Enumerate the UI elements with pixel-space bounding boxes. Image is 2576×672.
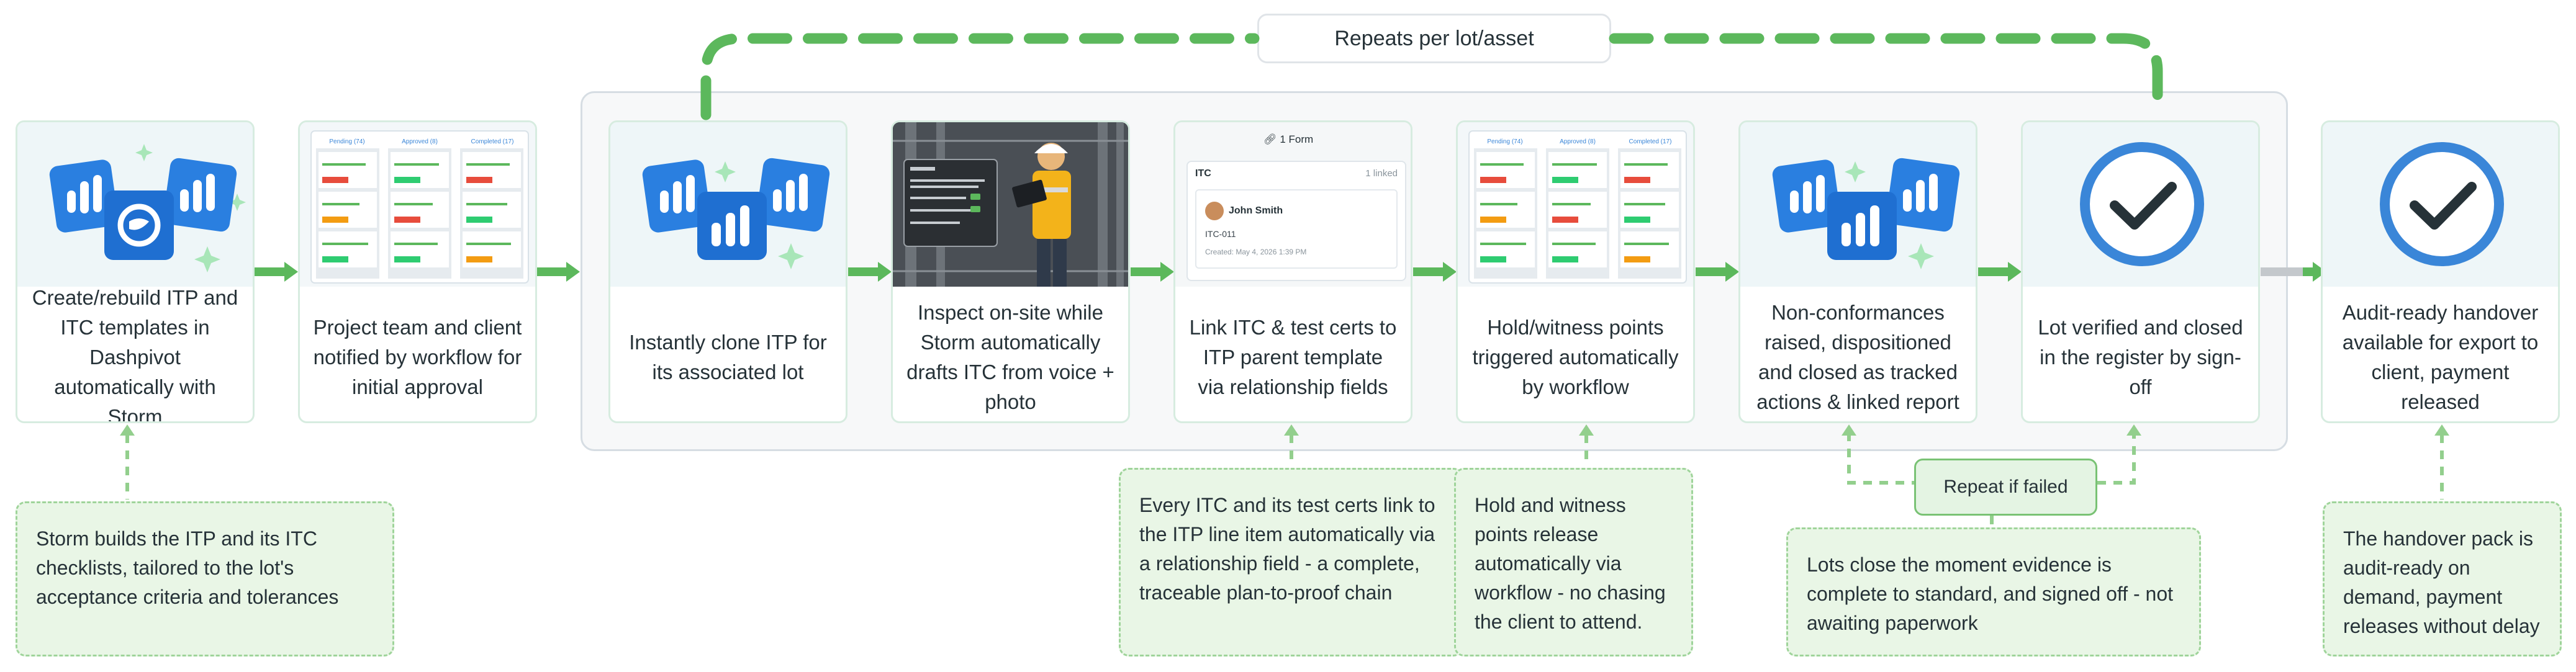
form-badge: 🔗︎ 1 Form — [1263, 133, 1313, 146]
linked-item-card[interactable]: John Smith ITC-011 Created: May 4, 2026 … — [1195, 189, 1398, 269]
note-box: Storm builds the ITP and its ITC checkli… — [16, 501, 394, 656]
note-box: Every ITC and its test certs link to the… — [1119, 468, 1463, 656]
step-card: Create/rebuild ITP and ITC templates in … — [16, 120, 255, 423]
retry-connector — [1847, 432, 2136, 485]
linked-form-header: ITC — [1195, 168, 1211, 179]
step-label: Project team and client notified by work… — [313, 315, 522, 398]
step-visual — [17, 122, 253, 287]
kanban-board-icon: Pending (74) Approved (8) Completed (17) — [310, 130, 529, 284]
step-visual — [1740, 122, 1976, 287]
form-id: ITC-011 — [1205, 229, 1236, 239]
step-card: Audit-ready handover available for expor… — [2321, 120, 2560, 423]
step-visual — [2023, 122, 2258, 287]
step-visual — [893, 122, 1128, 287]
kanban-col-pending: Pending (74) — [329, 138, 364, 145]
step-visual — [2323, 122, 2558, 287]
worker-photo-icon — [893, 122, 1128, 287]
flow-arrow — [1413, 262, 1457, 282]
step-label: Non-conformances raised, dispositioned a… — [1756, 300, 1959, 413]
note-box: Lots close the moment evidence is comple… — [1786, 527, 2201, 656]
repeats-per-lot-label: Repeats per lot/asset — [1257, 14, 1611, 63]
step-card: Non-conformances raised, dispositioned a… — [1738, 120, 1977, 423]
kanban-col-approved: Approved (8) — [402, 138, 438, 145]
step-visual — [610, 122, 846, 287]
flow-arrow — [1696, 262, 1739, 282]
step-card: 🔗︎ 1 Form ITC 1 linked John Smith ITC-01… — [1173, 120, 1412, 423]
check-circle-icon — [2080, 142, 2204, 266]
avatar — [1205, 202, 1224, 220]
step-label: Hold/witness points triggered automatica… — [1472, 315, 1679, 398]
step-card: Inspect on-site while Storm automaticall… — [891, 120, 1130, 423]
step-card: Lot verified and closed in the register … — [2021, 120, 2260, 423]
step-card: Pending (74) Approved (8) Completed (17)… — [298, 120, 537, 423]
flow-arrow — [1131, 262, 1174, 282]
flow-arrow — [255, 262, 298, 282]
linked-form-panel: ITC 1 linked John Smith ITC-011 Created:… — [1186, 161, 1406, 281]
kanban-col-completed: Completed (17) — [471, 138, 514, 145]
note-box: Hold and witness points release automati… — [1454, 468, 1693, 656]
repeat-loop-path — [700, 33, 2163, 120]
flow-arrow-grey — [2261, 262, 2326, 282]
kanban-col-approved: Approved (8) — [1560, 138, 1596, 145]
app-icons-icon — [49, 144, 246, 272]
step-visual: 🔗︎ 1 Form ITC 1 linked John Smith ITC-01… — [1175, 122, 1411, 287]
app-icons-icon — [1772, 158, 1960, 269]
kanban-col-pending: Pending (74) — [1487, 138, 1522, 145]
person-name: John Smith — [1229, 205, 1283, 216]
flow-arrow — [1978, 262, 2022, 282]
flow-arrow — [536, 262, 580, 282]
step-label: Audit-ready handover available for expor… — [2342, 300, 2539, 413]
flow-arrow — [848, 262, 892, 282]
step-label: Inspect on-site while Storm automaticall… — [906, 300, 1114, 413]
step-label: Create/rebuild ITP and ITC templates in … — [32, 285, 238, 423]
check-circle-icon — [2380, 142, 2504, 266]
note-box: The handover pack is audit-ready on dema… — [2323, 501, 2562, 656]
step-visual: Pending (74) Approved (8) Completed (17) — [1458, 122, 1693, 287]
app-icons-icon — [642, 158, 830, 269]
repeat-if-failed-label: Repeat if failed — [1914, 459, 2097, 516]
link-icon: 🔗︎ — [1263, 133, 1280, 145]
linked-count: 1 linked — [1365, 168, 1398, 179]
step-label: Lot verified and closed in the register … — [2038, 315, 2243, 398]
form-badge-label: 1 Form — [1280, 133, 1314, 145]
step-label: Instantly clone ITP for its associated l… — [629, 330, 827, 383]
step-visual: Pending (74) Approved (8) Completed (17) — [300, 122, 535, 287]
step-card: Pending (74) Approved (8) Completed (17)… — [1456, 120, 1695, 423]
created-date: Created: May 4, 2026 1:39 PM — [1205, 248, 1307, 256]
kanban-board-icon: Pending (74) Approved (8) Completed (17) — [1468, 130, 1687, 284]
step-card: Instantly clone ITP for its associated l… — [608, 120, 847, 423]
step-label: Link ITC & test certs to ITP parent temp… — [1189, 315, 1397, 398]
kanban-col-completed: Completed (17) — [1629, 138, 1672, 145]
